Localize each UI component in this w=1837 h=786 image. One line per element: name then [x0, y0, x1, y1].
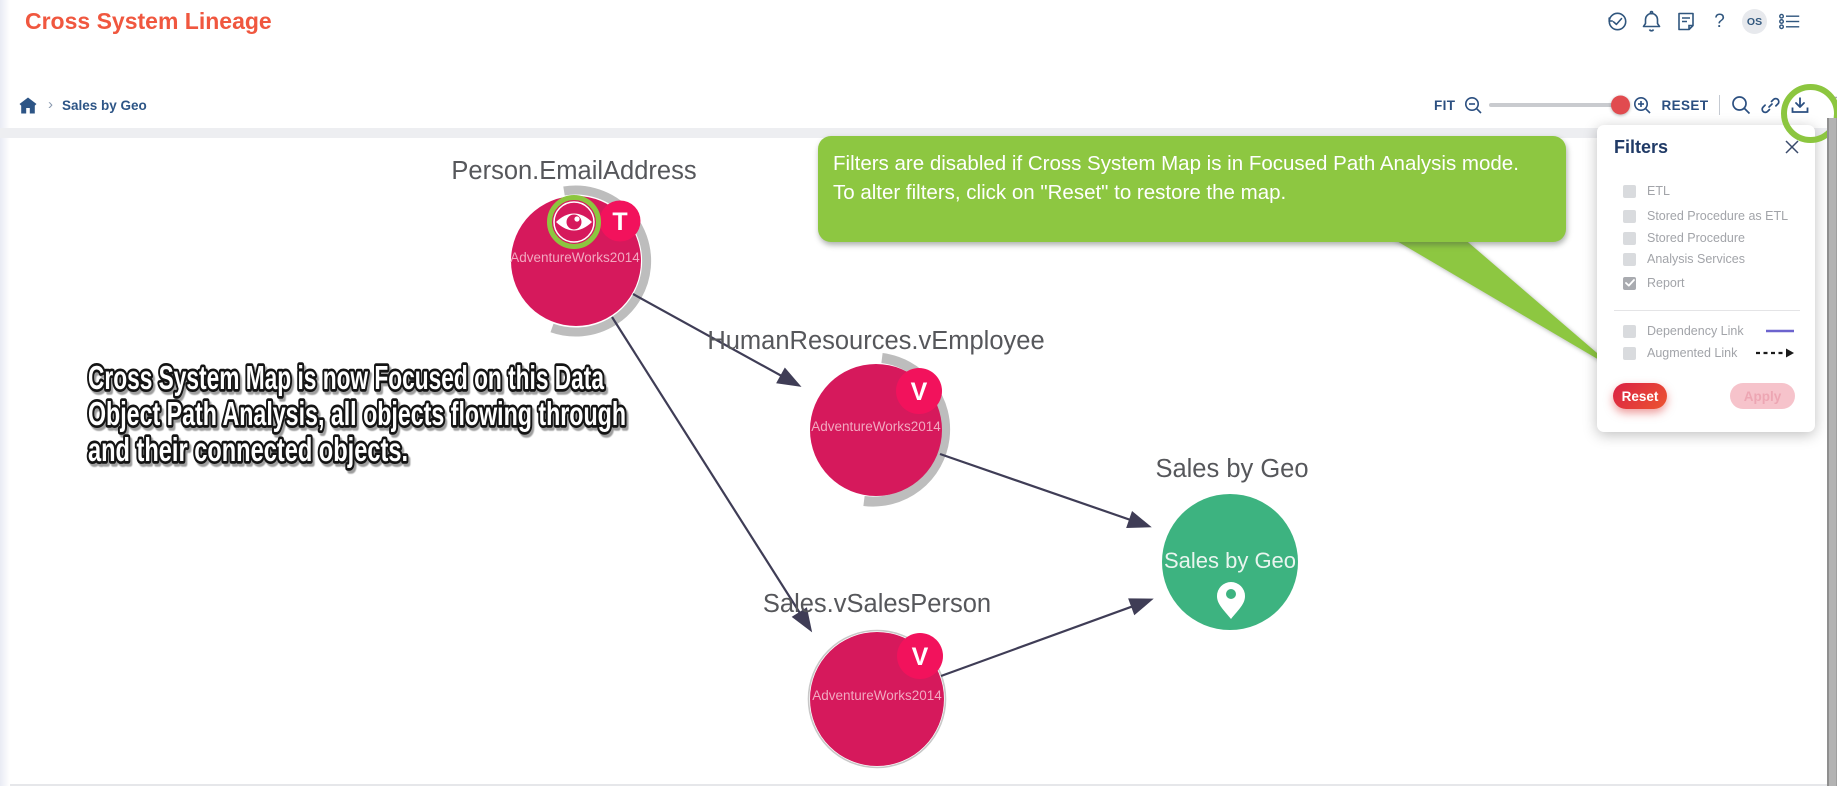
filter-label-report: Report [1647, 276, 1685, 290]
breadcrumb-separator: › [48, 96, 53, 113]
zoom-in-icon[interactable] [1633, 96, 1652, 115]
filter-item-augmented-link[interactable]: Augmented Link [1623, 346, 1795, 360]
view-badge [897, 633, 943, 679]
eye-highlight-ring [547, 195, 601, 249]
edge-person-to-vemployee [632, 293, 802, 387]
edge-vsalesperson-to-salesbygeo [940, 598, 1154, 678]
filters-divider [1614, 310, 1800, 311]
zoom-slider-knob[interactable] [1611, 95, 1631, 115]
checkbox-report-checked[interactable] [1623, 276, 1636, 290]
node-label-vemployee: HumanResources.vEmployee [707, 327, 1044, 355]
home-icon[interactable] [16, 94, 39, 117]
reset-filters-button[interactable]: Reset [1613, 383, 1667, 409]
reset-zoom-button[interactable]: RESET [1661, 97, 1709, 113]
table-badge-letter: T [612, 208, 627, 236]
node-person-emailaddress[interactable]: Person.EmailAddress AdventureWorks2014 T [451, 157, 697, 326]
node-label-person-emailaddress: Person.EmailAddress [451, 157, 696, 185]
callout-line1: Filters are disabled if Cross System Map… [833, 152, 1519, 175]
view-badge [896, 368, 942, 414]
filters-panel-title: Filters [1614, 137, 1669, 157]
table-badge [599, 200, 641, 242]
node-sales-by-geo[interactable]: Sales by Geo Sales by Geo [1155, 455, 1309, 630]
eye-icon [553, 201, 595, 243]
edge-person-to-vsalesperson [611, 316, 813, 633]
focus-annotation-line3: and their connected objects. [88, 431, 408, 468]
menu-list-icon[interactable] [1778, 10, 1801, 33]
node-database-label: AdventureWorks2014 [510, 250, 640, 265]
header-separator-band [0, 128, 1837, 138]
focus-annotation-line2: Object Path Analysis, all objects flowin… [88, 395, 626, 432]
filter-item-report[interactable]: Report [1623, 276, 1795, 290]
header-icon-bar: ? OS [1606, 9, 1801, 34]
link-icon[interactable] [1760, 95, 1781, 116]
toolbar-divider [1719, 95, 1721, 115]
node-inner-label: Sales by Geo [1164, 548, 1296, 573]
page-title: Cross System Lineage [25, 8, 272, 34]
notifications-bell-icon[interactable] [1640, 10, 1663, 33]
notes-icon[interactable] [1674, 10, 1697, 33]
search-icon[interactable] [1731, 95, 1751, 115]
zoom-slider[interactable] [1489, 95, 1631, 115]
filter-item-analysis-services[interactable]: Analysis Services [1623, 252, 1795, 266]
filter-label-analysis-services: Analysis Services [1647, 252, 1745, 266]
map-toolbar: FIT RESET [1434, 91, 1837, 119]
history-check-icon[interactable] [1606, 10, 1629, 33]
checkbox-analysis-services[interactable] [1623, 252, 1636, 266]
left-edge-strip [0, 0, 10, 786]
download-icon[interactable] [1790, 95, 1810, 115]
node-database-label: AdventureWorks2014 [811, 419, 941, 434]
vsalesperson-node-outline [807, 629, 947, 769]
breadcrumb-current[interactable]: Sales by Geo [62, 98, 147, 113]
filter-label-stored-procedure: Stored Procedure [1647, 231, 1745, 245]
focus-annotation-line1: Cross System Map is now Focused on this … [88, 359, 604, 396]
augmented-link-sample [1755, 347, 1795, 359]
filter-item-etl[interactable]: ETL [1623, 184, 1795, 198]
filter-label-etl: ETL [1647, 184, 1670, 198]
node-sales-vsalesperson[interactable]: Sales.vSalesPerson AdventureWorks2014 V [763, 590, 991, 766]
dependency-link-sample [1765, 328, 1795, 334]
filter-label-dependency-link: Dependency Link [1647, 324, 1744, 338]
checkbox-augmented-link[interactable] [1623, 346, 1636, 360]
zoom-out-icon[interactable] [1464, 96, 1483, 115]
view-badge-letter: V [911, 378, 928, 406]
node-label-vsalesperson: Sales.vSalesPerson [763, 590, 991, 618]
filter-item-stored-procedure[interactable]: Stored Procedure [1623, 231, 1795, 245]
location-pin-icon [1217, 582, 1245, 619]
checkbox-etl[interactable] [1623, 184, 1636, 198]
filter-label-augmented-link: Augmented Link [1647, 346, 1738, 360]
help-icon[interactable]: ? [1714, 10, 1725, 32]
node-label-sales-by-geo: Sales by Geo [1155, 455, 1308, 483]
node-database-label: AdventureWorks2014 [812, 688, 942, 703]
filters-panel: Filters ETL Stored Procedure as ETL Stor… [1597, 125, 1815, 432]
filter-label-stored-procedure-as-etl: Stored Procedure as ETL [1647, 209, 1789, 223]
fit-button[interactable]: FIT [1434, 97, 1456, 113]
filter-item-dependency-link[interactable]: Dependency Link [1623, 324, 1795, 338]
apply-filters-button[interactable]: Apply [1730, 383, 1795, 409]
view-badge-letter: V [912, 643, 929, 671]
node-humanresources-vemployee[interactable]: HumanResources.vEmployee AdventureWorks2… [707, 327, 1045, 496]
breadcrumb: › Sales by Geo [16, 94, 147, 117]
callout-line2: To alter filters, click on "Reset" to re… [833, 180, 1287, 204]
vertical-scrollbar[interactable] [1827, 118, 1837, 786]
user-avatar[interactable]: OS [1742, 9, 1767, 34]
checkbox-stored-procedure[interactable] [1623, 231, 1636, 245]
focus-annotation: Cross System Map is now Focused on this … [85, 356, 629, 471]
close-icon[interactable] [1784, 139, 1800, 155]
person-node-arc [550, 185, 652, 337]
filter-item-stored-procedure-as-etl[interactable]: Stored Procedure as ETL [1623, 209, 1795, 223]
checkbox-stored-procedure-as-etl[interactable] [1623, 209, 1636, 223]
callout-bubble: Filters are disabled if Cross System Map… [818, 136, 1566, 242]
edge-vemployee-to-salesbygeo [939, 452, 1152, 528]
checkbox-dependency-link[interactable] [1623, 324, 1636, 338]
